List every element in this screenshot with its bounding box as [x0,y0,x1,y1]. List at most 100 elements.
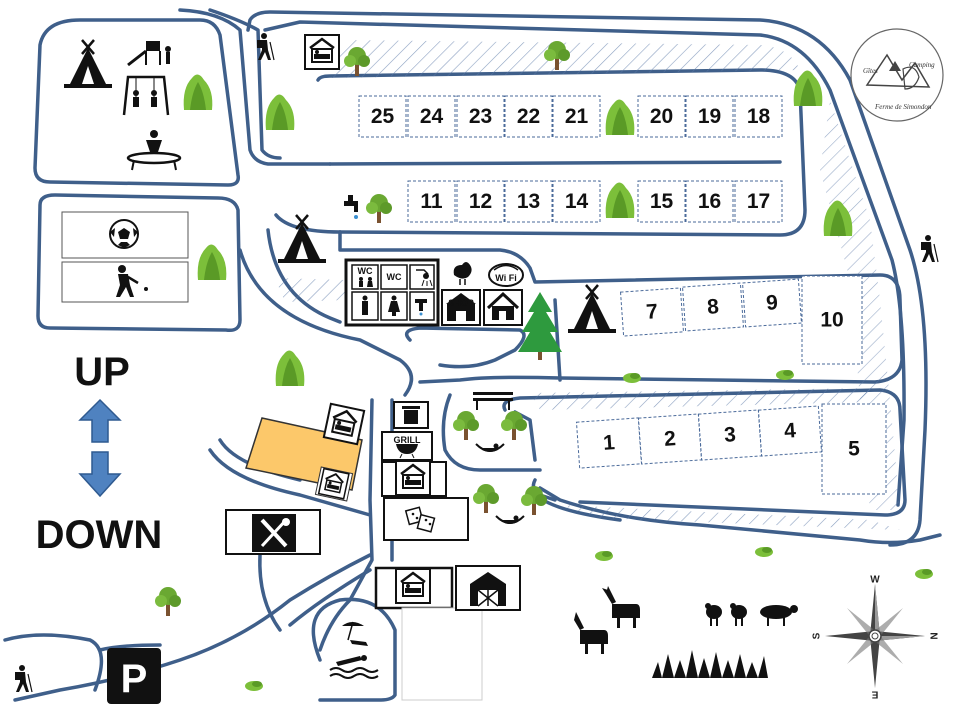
pitch-plot[interactable]: 19 [685,95,734,138]
shrub-icon [245,681,263,691]
tree-icon [366,194,392,223]
sheep-icon [705,603,722,626]
pitch-number: 10 [820,309,843,332]
hammock-icon [495,514,525,525]
hiker-icon [14,664,33,693]
pitch-plot[interactable]: 12 [456,180,505,223]
down-arrow-icon [78,451,122,498]
pitch-outline [682,282,744,332]
pitch-number: 22 [517,105,540,128]
pitch-plot[interactable]: 17 [734,180,783,223]
wc-label-1: WC [358,266,373,276]
pitch-plot[interactable]: 1 [575,417,643,469]
pitch-number: 20 [650,105,673,128]
pitch-plot[interactable]: 24 [407,95,456,138]
pitch-plot[interactable]: 10 [801,275,863,365]
grass-icon [652,650,768,678]
pitch-outline [821,403,887,495]
pitch-number: 19 [698,105,721,128]
up-down-legend: UP DOWN [36,350,163,557]
parking-label: P [121,657,148,701]
compass-west: W [870,575,880,586]
grill-icon: GRILL [381,431,433,461]
up-label: UP [74,350,130,394]
sheep-icon [760,605,798,626]
pitch-plot[interactable]: 14 [552,180,601,223]
wc-label-2: WC [387,272,402,282]
female-icon [388,295,400,316]
pitch-outline [407,180,456,223]
up-arrow-icon [78,398,122,443]
pitch-plot[interactable]: 13 [504,180,553,223]
pitch-plot[interactable]: 18 [734,95,783,138]
compass-rose: W E N S [812,575,939,700]
pitch-number: 21 [565,105,589,128]
house-icon [483,289,523,326]
pitch-outline [734,95,783,138]
pitch-outline [637,413,703,465]
pitch-plot[interactable]: 21 [552,95,601,138]
shrub-icon [915,569,933,579]
pitch-plot[interactable]: 8 [682,282,744,332]
pitch-outline [757,405,823,457]
pitch-row-second: 11 12 13 14 15 16 17 [407,180,783,223]
pitch-outline [504,95,553,138]
hammock-icon [475,442,505,453]
compass-east: E [871,689,878,700]
wifi-icon: Wi Fi [488,263,524,287]
pitch-plot[interactable]: 2 [637,413,703,465]
pitch-outline [685,95,734,138]
pitch-plot[interactable]: 15 [637,180,686,223]
pitch-number: 12 [469,190,492,213]
parking-sign: P [107,648,161,704]
pitch-plot[interactable]: 20 [637,95,686,138]
pitch-plot[interactable]: 25 [358,95,407,138]
pitch-outline [620,287,684,337]
bush-icon [197,244,227,280]
bin-icon [393,401,429,429]
pitch-plot[interactable]: 16 [685,180,734,223]
pitch-row-top: 25 24 23 22 21 20 19 18 [358,95,783,138]
games-room [383,497,469,541]
pitch-outline [456,95,505,138]
sheep-icon [730,603,747,626]
football-icon [109,219,139,249]
slide-icon [127,41,171,67]
pitch-number: 13 [517,190,540,213]
pitch-number: 5 [848,438,860,461]
pitch-plot[interactable]: 4 [757,405,823,457]
pitch-plot[interactable]: 22 [504,95,553,138]
tipi-icon [566,283,618,335]
pitch-plot[interactable]: 5 [821,403,887,495]
logo-text-right: Camping [909,61,935,69]
pitch-outline [552,180,601,223]
pitch-outline [407,95,456,138]
pitch-plot[interactable]: 7 [620,287,684,337]
tree-icon [155,587,181,616]
pitch-plot[interactable]: 9 [741,278,803,328]
swing-icon [122,75,170,116]
pitch-number: 1 [602,431,616,455]
playground-area [42,38,213,171]
pitch-outline [637,95,686,138]
pitch-number: 16 [698,190,721,213]
pitch-plot[interactable]: 3 [697,409,763,461]
pitch-plot[interactable]: 23 [456,95,505,138]
hiker-icon [920,234,939,263]
compass-north: N [928,632,939,639]
restaurant-icon [225,509,321,555]
shower-icon [416,269,433,287]
pitch-plot[interactable]: 11 [407,180,456,223]
grill-label: GRILL [394,435,421,445]
bush-icon [275,350,305,386]
shrub-icon [623,373,641,383]
toilet-icon [359,277,373,287]
shrub-icon [776,370,794,380]
bush-icon [605,182,635,218]
sports-area [61,211,227,303]
pitch-outline [358,95,407,138]
shrub-icon [755,547,773,557]
shop-label: SHOP [448,298,474,308]
pitch-number: 24 [420,105,444,128]
